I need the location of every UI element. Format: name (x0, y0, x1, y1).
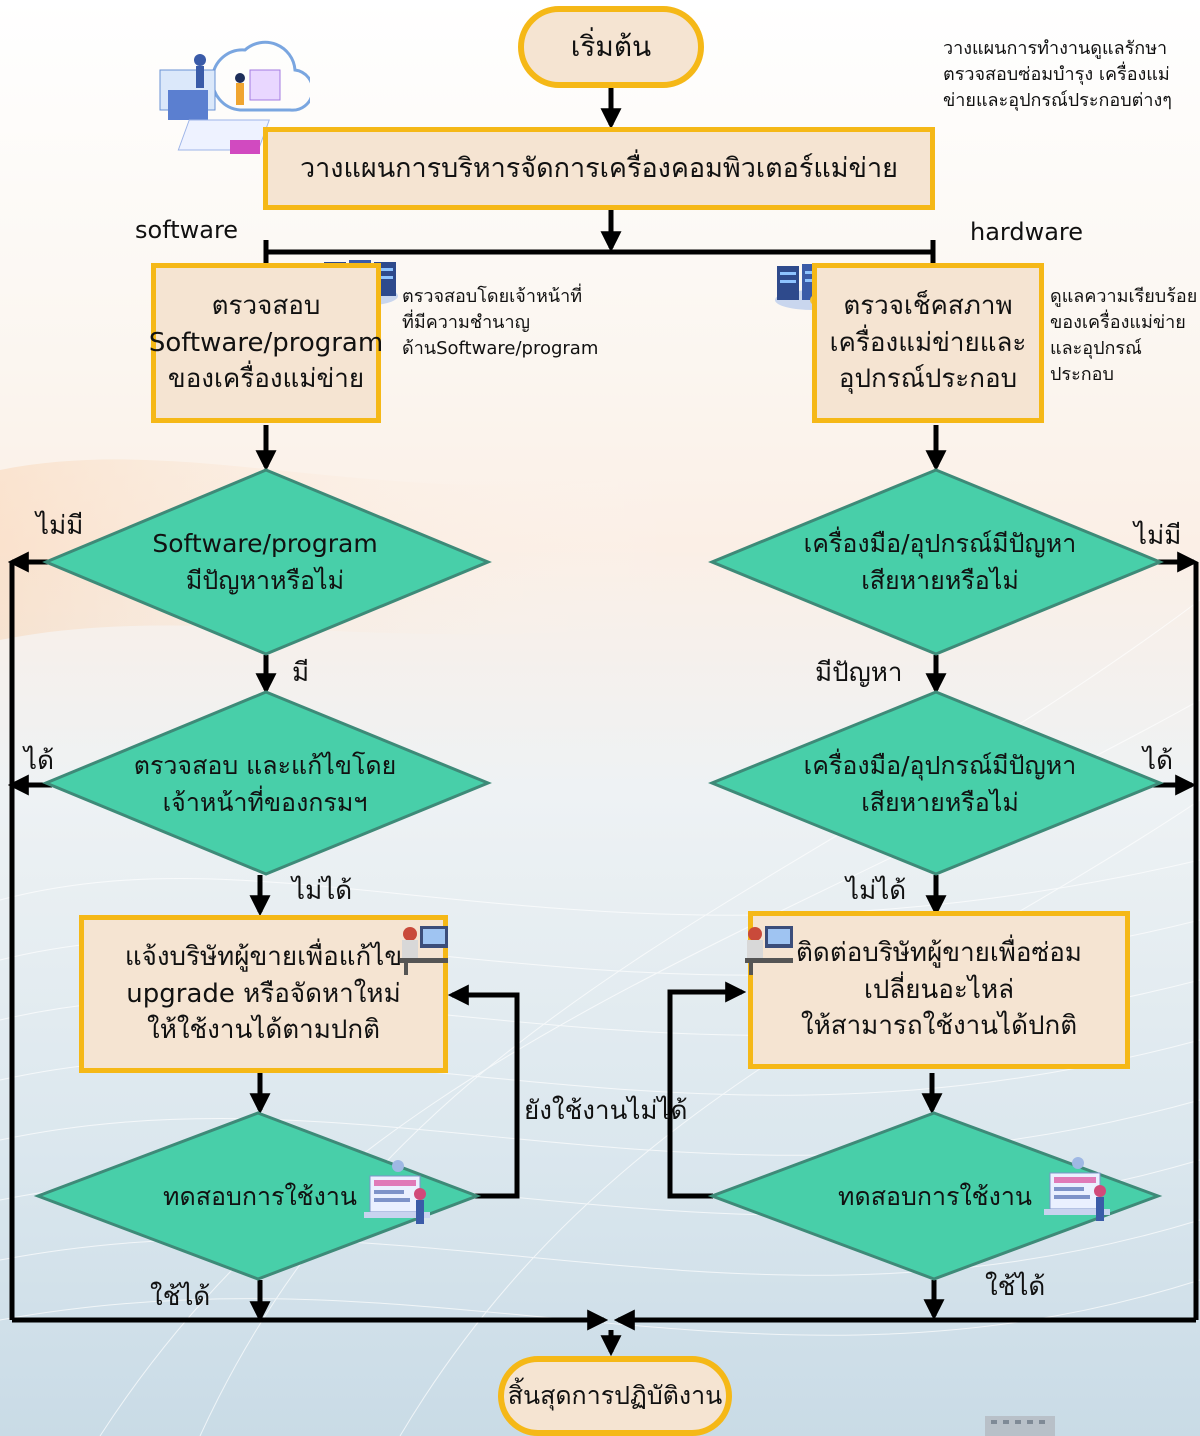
top-note: วางแผนการทำงานดูแลรักษา ตรวจสอบซ่อมบำรุง… (943, 38, 1172, 112)
hw-decision1-shape (708, 468, 1164, 656)
support-desk-illustration-left (400, 926, 448, 975)
end-label: สิ้นสุดการปฏิบัติงาน (507, 1381, 723, 1410)
sw-test-text: ทดสอบการใช้งาน (163, 1182, 357, 1212)
hw-vendor-label: ติดต่อบริษัทผู้ขายเพื่อซ่อม เปลี่ยนอะไหล… (796, 938, 1082, 1042)
label-no-left: ไม่มี (36, 511, 84, 541)
hw-decision2-shape (708, 690, 1164, 876)
sw-decision1-shape (42, 468, 492, 656)
label-still-fail: ยังใช้งานไม่ได้ (524, 1096, 688, 1126)
start-label: เริ่มต้น (570, 30, 652, 63)
label-ok-left: ได้ (24, 746, 54, 776)
hw-note: ดูแลความเรียบร้อย ของเครื่องแม่ข่าย และอ… (1050, 286, 1198, 386)
sw-decision2-text: ตรวจสอบ และแก้ไขโดย เจ้าหน้าที่ของกรมฯ (133, 751, 397, 817)
label-no-right: ไม่มี (1134, 521, 1182, 551)
label-yes: มี (292, 658, 310, 688)
hw-vendor-box: ติดต่อบริษัทผู้ขายเพื่อซ่อม เปลี่ยนอะไหล… (748, 911, 1130, 1069)
label-ok-right: ได้ (1143, 746, 1173, 776)
label-fail-left: ไม่ได้ (292, 876, 353, 906)
hw-decision1-text: เครื่องมือ/อุปกรณ์มีปัญหา เสียหายหรือไม่ (803, 529, 1077, 595)
label-usable-left: ใช้ได้ (150, 1282, 211, 1312)
hw-decision2-text: เครื่องมือ/อุปกรณ์มีปัญหา เสียหายหรือไม่ (803, 751, 1077, 817)
testing-illustration-left (364, 1160, 430, 1224)
sw-vendor-label: แจ้งบริษัทผู้ขายเพื่อแก้ไข upgrade หรือจ… (124, 942, 403, 1046)
hw-check-label: ตรวจเช็คสภาพ เครื่องแม่ข่ายและ อุปกรณ์ปร… (829, 291, 1027, 395)
sw-vendor-box: แจ้งบริษัทผู้ขายเพื่อแก้ไข upgrade หรือจ… (79, 915, 448, 1073)
hw-check-box: ตรวจเช็คสภาพ เครื่องแม่ข่ายและ อุปกรณ์ปร… (812, 263, 1044, 423)
support-desk-illustration-right (745, 926, 793, 975)
sw-check-label: ตรวจสอบ Software/program ของเครื่องแม่ข่… (148, 291, 384, 395)
start-terminal: เริ่มต้น (518, 6, 704, 88)
sw-test-shape (33, 1111, 482, 1281)
branch-software-label: software (135, 216, 239, 244)
cloud-computing-illustration (159, 40, 310, 154)
sw-check-box: ตรวจสอบ Software/program ของเครื่องแม่ข่… (148, 263, 384, 423)
label-problem: มีปัญหา (815, 658, 903, 688)
label-fail-right: ไม่ได้ (846, 876, 907, 906)
hw-test-text: ทดสอบการใช้งาน (838, 1182, 1032, 1212)
loop-sw-retry (447, 984, 520, 1199)
building-illustration (985, 1416, 1055, 1436)
end-terminal: สิ้นสุดการปฏิบัติงาน (498, 1356, 732, 1436)
branch-hardware-label: hardware (970, 218, 1084, 246)
label-usable-right: ใช้ได้ (985, 1272, 1046, 1302)
plan-box: วางแผนการบริหารจัดการเครื่องคอมพิวเตอร์แ… (263, 127, 935, 210)
sw-note: ตรวจสอบโดยเจ้าหน้าที่ ที่มีความชำนาญ ด้า… (402, 286, 599, 360)
testing-illustration-right (1044, 1157, 1110, 1221)
plan-label: วางแผนการบริหารจัดการเครื่องคอมพิวเตอร์แ… (299, 152, 898, 184)
loop-hw-retry (667, 981, 747, 1199)
hw-test-shape (707, 1111, 1163, 1281)
sw-decision2-shape (42, 690, 492, 876)
sw-decision1-text: Software/program มีปัญหาหรือไม่ (152, 529, 378, 595)
